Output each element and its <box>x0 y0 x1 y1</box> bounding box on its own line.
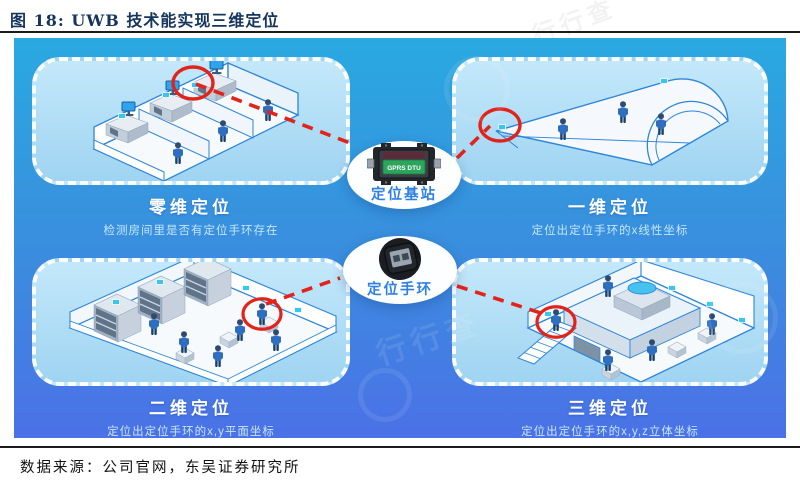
panel-zero-d-caption: 检测房间里是否有定位手环存在 <box>103 225 279 237</box>
wristband-icon <box>112 299 120 305</box>
source-divider <box>0 446 800 448</box>
quadrant-one-d: 一维定位 定位出定位手环的x线性坐标 <box>452 57 768 238</box>
panel-zero-d <box>32 57 350 185</box>
figure-source: 数据来源：公司官网，东吴证券研究所 <box>20 460 301 476</box>
panel-one-d-caption: 定位出定位手环的x线性坐标 <box>531 225 689 237</box>
figure-title: 图 18: UWB 技术能实现三维定位 <box>10 11 280 30</box>
panel-three-d-caption: 定位出定位手环的x,y,z立体坐标 <box>521 426 699 438</box>
panel-zero-d-label: 零维定位 <box>149 198 233 217</box>
panel-two-d-label: 二维定位 <box>149 399 233 418</box>
scene-two-d-warehouse-illustration <box>68 262 338 382</box>
wristband-icon <box>191 82 199 88</box>
scene-three-d-building-illustration <box>517 262 756 382</box>
panel-one-d <box>452 57 768 185</box>
wristband-icon <box>118 113 126 119</box>
watermark-logo <box>358 368 412 422</box>
panel-two-d <box>32 258 350 386</box>
panel-three-d-label: 三维定位 <box>568 399 652 418</box>
smartwatch-icon <box>379 238 421 280</box>
title-divider <box>0 31 800 33</box>
panel-three-d <box>452 258 768 386</box>
wristband-icon <box>498 124 506 130</box>
wristband-icon <box>660 78 668 84</box>
wristband-icon <box>544 311 552 317</box>
scene-zero-d-rooms-illustration <box>92 61 300 181</box>
wristband-bubble: 定位手环 <box>343 236 457 304</box>
diagram-banner: 零维定位 检测房间里是否有定位手环存在 一维定位 定位出 <box>14 38 786 438</box>
wristband-icon <box>668 285 676 291</box>
wristband-icon <box>162 92 170 98</box>
quadrant-two-d: 二维定位 定位出定位手环的x,y平面坐标 <box>32 258 350 438</box>
base-station-label: 定位基站 <box>371 187 437 203</box>
scene-one-d-tunnel-illustration <box>478 78 729 166</box>
quadrant-zero-d: 零维定位 检测房间里是否有定位手环存在 <box>32 57 350 238</box>
device-label-text: GPRS DTU <box>387 165 421 172</box>
gprs-dtu-device-icon: GPRS DTU <box>367 143 441 185</box>
wristband-icon <box>242 285 250 291</box>
wristband-icon <box>294 307 302 313</box>
quadrant-three-d: 三维定位 定位出定位手环的x,y,z立体坐标 <box>452 258 768 438</box>
wristband-icon <box>738 317 746 323</box>
wristband-icon <box>156 279 164 285</box>
panel-one-d-label: 一维定位 <box>568 198 652 217</box>
base-station-bubble: GPRS DTU 定位基站 <box>347 141 461 209</box>
wristband-label: 定位手环 <box>367 282 433 298</box>
wristband-icon <box>706 301 714 307</box>
panel-two-d-caption: 定位出定位手环的x,y平面坐标 <box>107 426 275 438</box>
